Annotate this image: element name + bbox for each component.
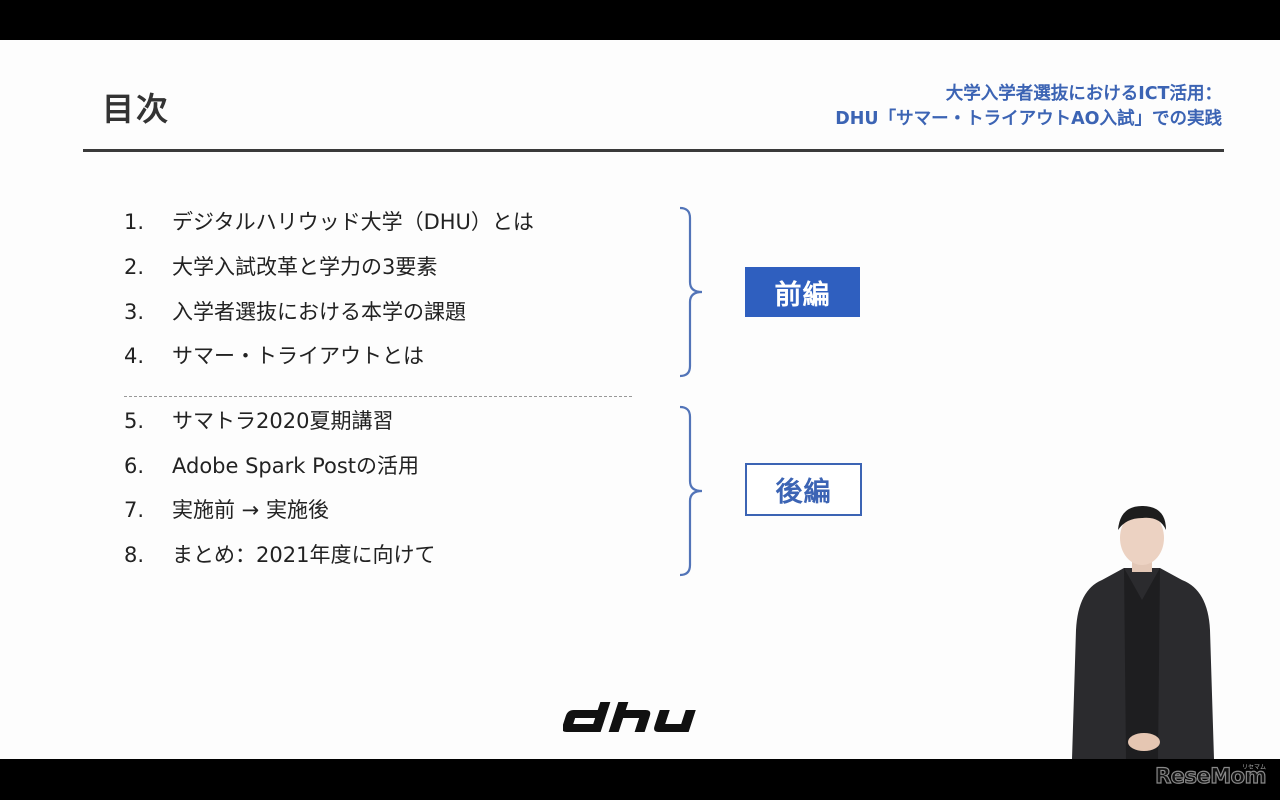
brace-first-half-icon [679,206,703,378]
toc-item: 2. 大学入試改革と学力の3要素 [124,251,437,281]
toc-label: Adobe Spark Postの活用 [172,454,420,478]
toc-item: 3. 入学者選抜における本学の課題 [124,296,466,326]
brace-second-half-icon [679,405,703,577]
second-half-tag: 後編 [745,463,862,516]
subtitle-line-1: 大学入学者選抜におけるICT活用： [945,84,1222,104]
section-divider [124,396,632,397]
first-half-tag: 前編 [745,267,860,317]
toc-number: 7. [124,498,145,522]
watermark-sub-text: リセマム [1241,764,1266,771]
toc-item: 5. サマトラ2020夏期講習 [124,405,393,435]
letterbox-top [0,0,1280,40]
toc-item: 7. 実施前 → 実施後 [124,494,329,524]
toc-item: 4. サマー・トライアウトとは [124,340,424,370]
toc-number: 6. [124,454,145,478]
dhu-logo [563,702,696,732]
toc-label: 入学者選抜における本学の課題 [172,300,466,324]
toc-label: デジタルハリウッド大学（DHU）とは [172,210,534,234]
toc-item: 1. デジタルハリウッド大学（DHU）とは [124,206,534,236]
letterbox-bottom [0,759,1280,800]
resemom-watermark: ReseMom [1155,763,1268,788]
subtitle-line-2: DHU「サマー・トライアウトAO入試」での実践 [835,109,1222,129]
toc-number: 1. [124,210,145,234]
toc-label: 大学入試改革と学力の3要素 [172,255,438,279]
toc-number: 2. [124,255,145,279]
header-rule [83,149,1224,152]
toc-item: 6. Adobe Spark Postの活用 [124,450,419,480]
slide-title: 目次 [102,90,171,128]
toc-label: 実施前 → 実施後 [172,498,329,522]
toc-item: 8. まとめ：2021年度に向けて [124,539,435,569]
toc-label: まとめ：2021年度に向けて [172,543,436,567]
presenter-video [1072,506,1214,759]
toc-number: 4. [124,344,145,368]
toc-number: 5. [124,409,145,433]
toc-label: サマトラ2020夏期講習 [172,409,394,433]
toc-number: 8. [124,543,145,567]
toc-label: サマー・トライアウトとは [172,344,424,368]
toc-number: 3. [124,300,145,324]
presentation-slide: 目次 大学入学者選抜におけるICT活用： DHU「サマー・トライアウトAO入試」… [0,40,1280,759]
slide-subtitle: 大学入学者選抜におけるICT活用： DHU「サマー・トライアウトAO入試」での実… [835,82,1222,132]
